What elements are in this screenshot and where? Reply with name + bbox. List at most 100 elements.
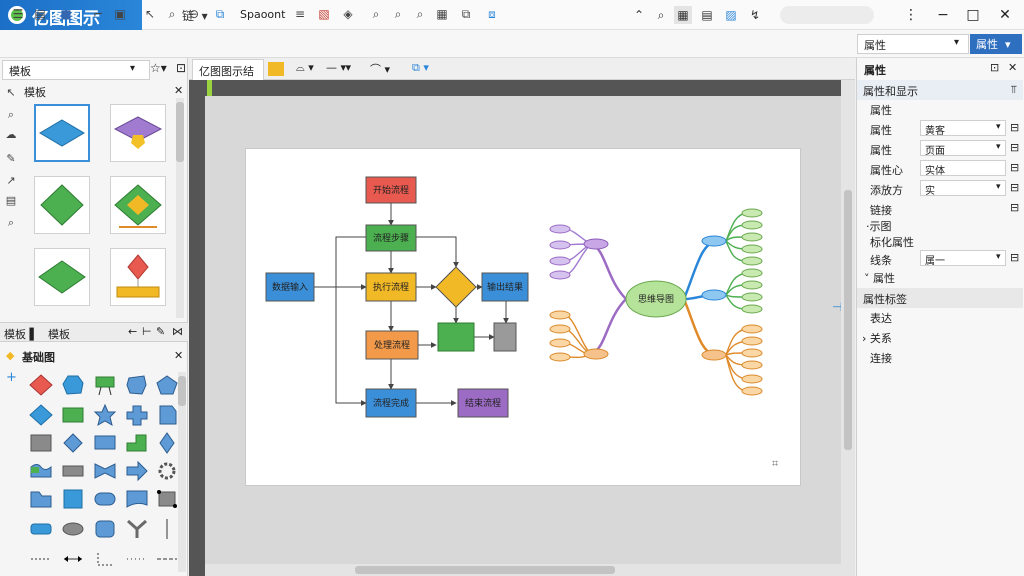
arrow-icon[interactable]: ←	[128, 325, 138, 338]
add-icon[interactable]: +	[6, 370, 17, 385]
shape-diamond-blue[interactable]	[26, 402, 56, 428]
prop-attr-row[interactable]: ˅ 属性	[864, 270, 1024, 288]
shape-puzzle[interactable]	[122, 372, 152, 398]
cloud-icon[interactable]: ☁	[5, 128, 17, 141]
shape-stair[interactable]	[122, 430, 152, 456]
pin-icon[interactable]: ⊡	[176, 61, 187, 75]
shape-wave[interactable]	[26, 458, 56, 484]
pointer-icon[interactable]: ↖	[144, 7, 156, 21]
maximize-button[interactable]: □	[966, 7, 980, 23]
shape-diamond-red[interactable]	[26, 372, 56, 398]
search-box[interactable]	[780, 6, 874, 24]
property-combo[interactable]: 属性	[857, 34, 969, 54]
shape-ellipse[interactable]	[58, 516, 88, 542]
tab-color-icon[interactable]	[268, 62, 284, 76]
close-icon[interactable]: ✕	[174, 349, 184, 362]
curve-icon[interactable]: ⌒ ▾	[370, 63, 391, 76]
shape-y-connector[interactable]	[122, 516, 152, 542]
connector-icon[interactable]: ↗	[6, 174, 16, 187]
edit-icon[interactable]: ⊟	[1010, 181, 1020, 194]
zoom-icon[interactable]: ⌕	[168, 6, 176, 21]
horizontal-scrollbar[interactable]	[205, 564, 841, 576]
zoom-page-icon[interactable]: ⌕	[416, 6, 424, 21]
pin-icon[interactable]: ⌃	[633, 8, 645, 22]
shape-arrow[interactable]	[122, 458, 152, 484]
shape-dash-line[interactable]	[26, 546, 56, 572]
menu-dropdown[interactable]: 链 ▾	[182, 7, 208, 24]
copy-icon[interactable]: ⧉	[215, 6, 225, 21]
template-thumb-6[interactable]	[110, 248, 166, 306]
shape-round-rect[interactable]	[90, 516, 120, 542]
zoom-in-icon[interactable]: ⌕	[372, 6, 380, 21]
template-thumb-1[interactable]	[34, 104, 90, 162]
vertical-scrollbar[interactable]	[841, 80, 855, 576]
shape-folder[interactable]	[26, 486, 56, 512]
close-icon[interactable]: ✕	[1008, 61, 1018, 74]
shape-tab[interactable]	[152, 402, 182, 428]
shape-star[interactable]	[90, 402, 120, 428]
prop-line-field[interactable]: 属一	[920, 250, 1006, 267]
edit-icon[interactable]: ⊟	[1010, 141, 1020, 154]
close-button[interactable]: ✕	[999, 7, 1011, 23]
item-relation[interactable]: › 关系	[862, 330, 1022, 348]
library-scrollbar[interactable]	[178, 372, 186, 572]
connector-icon[interactable]: ⌓ ▾	[296, 61, 314, 74]
export-icon[interactable]: ⧈	[488, 6, 496, 21]
star-icon[interactable]: ☆▾	[150, 61, 167, 75]
shape-rect-green[interactable]	[58, 402, 88, 428]
property-button[interactable]: 属性 ▾	[970, 34, 1022, 54]
page-icon[interactable]: ▤	[5, 194, 17, 207]
layout-icon[interactable]: ▦	[674, 6, 692, 24]
search-icon[interactable]: ⌕	[657, 7, 665, 22]
item-connect[interactable]: 连接	[870, 352, 892, 365]
filter-icon[interactable]: ⫪	[1010, 83, 1017, 96]
shape-rect-blue[interactable]	[90, 430, 120, 456]
prop-field-4[interactable]: 实	[920, 180, 1006, 197]
layers-icon[interactable]: ⧉ ▾	[412, 61, 429, 74]
shape-icon[interactable]: ◈	[343, 7, 353, 21]
shape-bowtie[interactable]	[90, 458, 120, 484]
crop-icon[interactable]: ⌐	[92, 7, 104, 21]
shape-vline[interactable]	[152, 516, 182, 542]
zoom-icon[interactable]: ⌕	[7, 216, 15, 229]
section-properties-display[interactable]: 属性和显示 ⫪	[857, 80, 1023, 100]
shape-square-gray[interactable]	[26, 430, 56, 456]
zoom-fit-icon[interactable]: ⌕	[394, 6, 402, 21]
share-icon[interactable]: ↯	[749, 8, 761, 22]
template-thumb-2[interactable]	[110, 104, 166, 162]
item-expression[interactable]: 表达	[870, 312, 892, 325]
template-combo[interactable]: 模板	[2, 60, 150, 80]
shape-bracket[interactable]	[90, 546, 120, 572]
shape-gear[interactable]	[152, 458, 182, 484]
shape-double-arrow[interactable]	[58, 546, 88, 572]
prop-field-1[interactable]: 黄客	[920, 120, 1006, 137]
shape-capsule[interactable]	[26, 516, 56, 542]
menu-icon[interactable]: ⋮	[904, 7, 918, 23]
align-icon[interactable]: ☰	[12, 7, 24, 21]
shape-board[interactable]	[90, 372, 120, 398]
shape-cross[interactable]	[122, 402, 152, 428]
shape-cylinder[interactable]	[90, 486, 120, 512]
pin-icon[interactable]: ⊢	[142, 325, 152, 338]
shape-dotted[interactable]	[122, 546, 152, 572]
image-icon[interactable]: ▧	[318, 7, 330, 21]
edit-icon[interactable]: ✎	[156, 325, 166, 338]
shape-diamond-small[interactable]	[58, 430, 88, 456]
text-icon[interactable]: ≡	[294, 7, 306, 21]
close-icon[interactable]: ✕	[174, 84, 184, 97]
shape-diamond-tall[interactable]	[152, 430, 182, 456]
template-scrollbar[interactable]	[176, 98, 184, 318]
shape-node[interactable]	[152, 486, 182, 512]
list-icon[interactable]: ▤	[34, 7, 46, 21]
edit-icon[interactable]: ⊟	[1010, 121, 1020, 134]
prop-field-2[interactable]: 页面	[920, 140, 1006, 157]
grid-icon[interactable]: ▦	[436, 7, 448, 21]
chart-icon[interactable]: ▨	[725, 8, 737, 22]
pen-icon[interactable]: ✎	[6, 152, 16, 165]
arrow-style-icon[interactable]: ▾	[342, 61, 352, 74]
frame-icon[interactable]: ▣	[114, 7, 126, 21]
diagram-page[interactable]: 开始流程 流程步骤 数据输入 执行流程 输出结果 处理流程 流程完成 结束流程	[245, 148, 801, 486]
prop-field-3[interactable]: 实体	[920, 160, 1006, 177]
shape-stripe[interactable]	[58, 458, 88, 484]
template-thumb-5[interactable]	[34, 248, 90, 306]
